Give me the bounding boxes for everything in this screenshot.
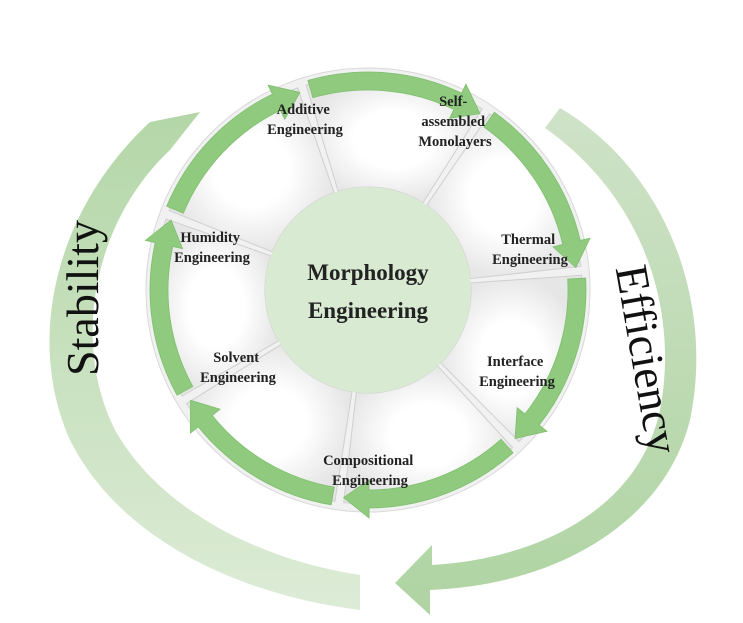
- ring-arrow-interface: [342, 438, 514, 519]
- segment-label-interface: Interface Engineering: [479, 354, 555, 390]
- stability-outer-arrow: [49, 112, 361, 610]
- center-label-line2: Engineering: [308, 298, 429, 323]
- ring-arrow-additive: [307, 71, 481, 119]
- center-label-line1: Morphology: [307, 260, 429, 285]
- stability-label: Stability: [57, 220, 108, 376]
- segment-label-humidity: Humidity Engineering: [174, 230, 250, 266]
- ring-arrow-compositional: [190, 399, 335, 506]
- ring-arrow-thermal: [514, 277, 587, 440]
- center-circle: [265, 187, 471, 393]
- segment-label-additive: Additive Engineering: [267, 102, 343, 138]
- ring-arrows: [144, 71, 591, 519]
- ring-arrow-humidity: [166, 84, 301, 214]
- segment-label-compositional: Compositional Engineering: [323, 453, 417, 489]
- ring-arrow-self-assembled: [483, 111, 591, 269]
- segment-label-self-assembled: Self- assembled Monolayers: [418, 94, 492, 150]
- segment-label-solvent: Solvent Engineering: [200, 350, 276, 386]
- ring-arrow-solvent: [144, 219, 194, 396]
- efficiency-outer-arrow: [395, 108, 697, 615]
- segment-label-thermal: Thermal Engineering: [492, 232, 568, 268]
